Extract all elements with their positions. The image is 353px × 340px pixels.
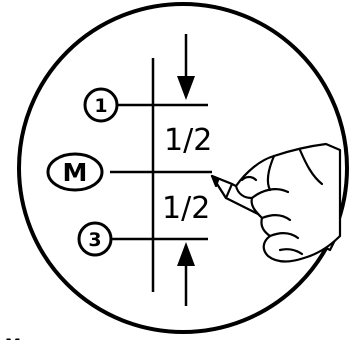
marker-1-label: 1 (94, 95, 107, 117)
marker-1: 1 (85, 89, 117, 121)
marker-m: M (48, 154, 102, 190)
marker-3-label: 3 (88, 229, 101, 251)
marker-m-label: M (63, 158, 88, 187)
fraction-lower: 1/2 (162, 191, 210, 226)
marker-3: 3 (79, 223, 111, 255)
corner-label: M (5, 335, 21, 340)
fraction-upper: 1/2 (164, 123, 212, 158)
